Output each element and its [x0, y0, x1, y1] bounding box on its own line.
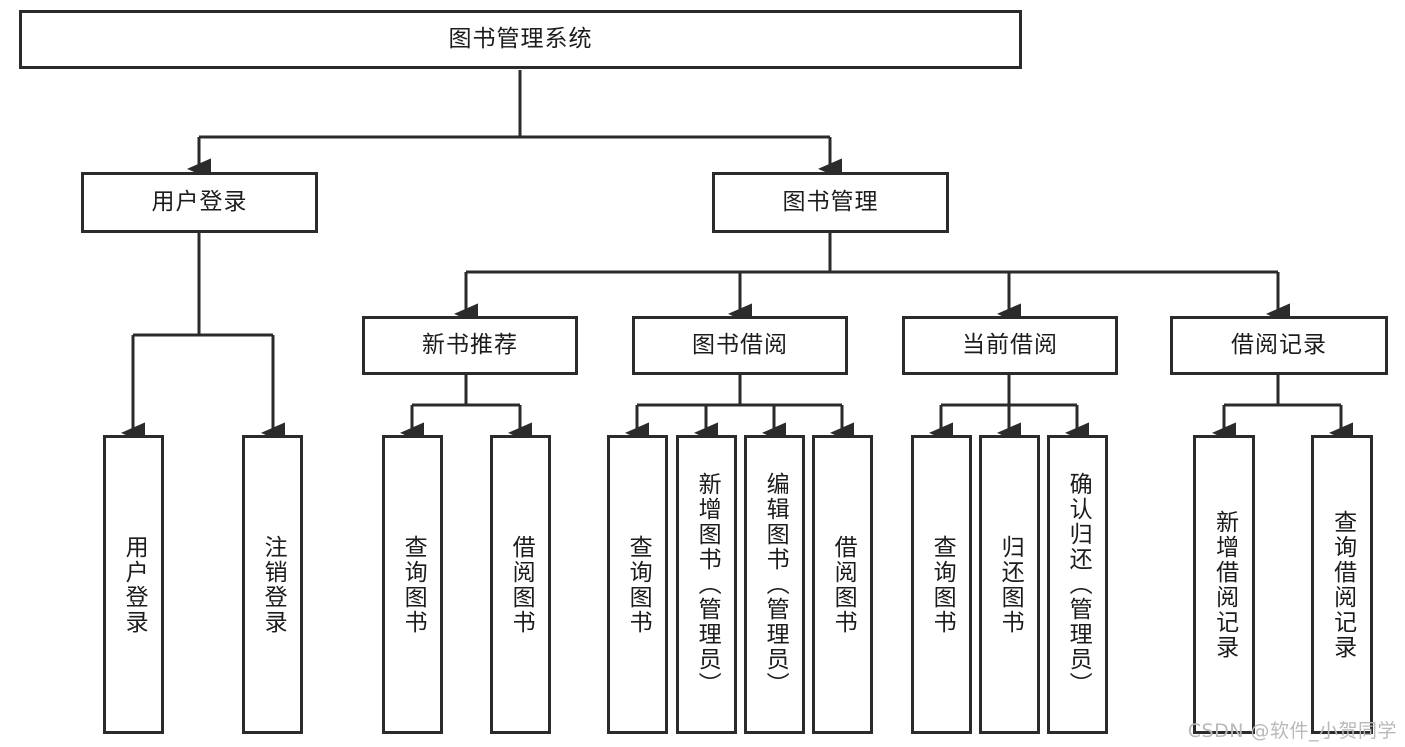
- node-new-book-recommend-label: 新书推荐: [422, 331, 518, 358]
- leaf-borrow-query[interactable]: 查询图书: [607, 435, 668, 734]
- leaf-label: 查询图书: [625, 534, 652, 635]
- leaf-user-login-login[interactable]: 用户登录: [103, 435, 164, 734]
- leaf-label: 借阅图书: [508, 534, 535, 635]
- leaf-label: 用户登录: [121, 534, 148, 635]
- leaf-label: 注销登录: [260, 534, 287, 635]
- node-current-borrow[interactable]: 当前借阅: [902, 316, 1118, 375]
- node-root-label: 图书管理系统: [448, 25, 593, 52]
- leaf-current-query[interactable]: 查询图书: [911, 435, 972, 734]
- leaf-current-confirm-return[interactable]: 确认归还（管理员）: [1047, 435, 1108, 734]
- leaf-label: 查询借阅记录: [1329, 509, 1356, 660]
- leaf-new-book-borrow[interactable]: 借阅图书: [490, 435, 551, 734]
- leaf-label: 归还图书: [997, 534, 1024, 635]
- leaf-records-query[interactable]: 查询借阅记录: [1311, 435, 1373, 734]
- leaf-borrow-borrow-book[interactable]: 借阅图书: [812, 435, 873, 734]
- leaf-current-return[interactable]: 归还图书: [979, 435, 1040, 734]
- leaf-records-add[interactable]: 新增借阅记录: [1193, 435, 1255, 734]
- node-borrow-records-label: 借阅记录: [1231, 331, 1327, 358]
- node-book-management-label: 图书管理: [782, 188, 879, 215]
- leaf-user-login-logout[interactable]: 注销登录: [242, 435, 303, 734]
- leaf-label: 新增图书（管理员）: [694, 472, 721, 697]
- leaf-label: 确认归还（管理员）: [1065, 472, 1092, 697]
- leaf-new-book-query[interactable]: 查询图书: [382, 435, 443, 734]
- leaf-borrow-edit-book[interactable]: 编辑图书（管理员）: [744, 435, 805, 734]
- node-user-login-label: 用户登录: [151, 188, 248, 215]
- node-borrow-records[interactable]: 借阅记录: [1170, 316, 1388, 375]
- leaf-label: 查询图书: [929, 534, 956, 635]
- node-new-book-recommend[interactable]: 新书推荐: [362, 316, 578, 375]
- node-current-borrow-label: 当前借阅: [962, 331, 1058, 358]
- leaf-label: 查询图书: [400, 534, 427, 635]
- leaf-borrow-add-book[interactable]: 新增图书（管理员）: [676, 435, 737, 734]
- leaf-label: 新增借阅记录: [1211, 509, 1238, 660]
- node-book-management[interactable]: 图书管理: [712, 172, 949, 233]
- leaf-label: 借阅图书: [830, 534, 857, 635]
- node-root[interactable]: 图书管理系统: [19, 10, 1022, 69]
- node-book-borrow-label: 图书借阅: [692, 331, 788, 358]
- watermark: CSDN @软件_小贺同学: [1187, 720, 1397, 742]
- node-user-login[interactable]: 用户登录: [81, 172, 318, 233]
- node-book-borrow[interactable]: 图书借阅: [632, 316, 848, 375]
- leaf-label: 编辑图书（管理员）: [762, 472, 789, 697]
